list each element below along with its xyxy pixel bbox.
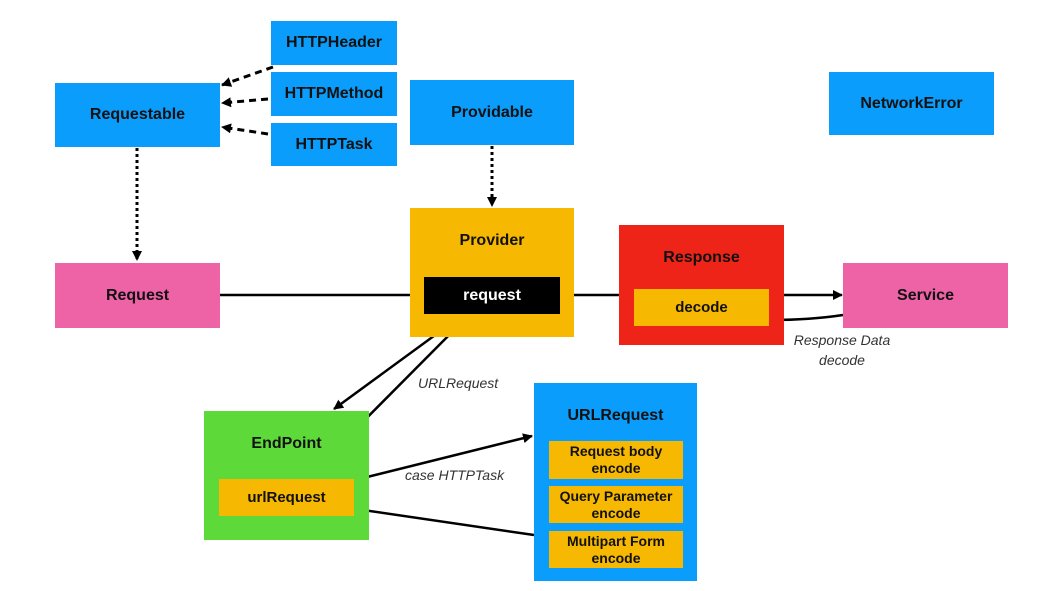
edge-label-response-data-line2: decode	[819, 352, 865, 368]
node-requestable-label: Requestable	[89, 106, 186, 123]
node-urlrequest-multipart-encode: Multipart Form encode	[549, 531, 683, 568]
node-providable: Providable	[410, 80, 574, 145]
edge-label-case-httptask: case HTTPTask	[405, 467, 505, 483]
node-httpmethod: HTTPMethod	[271, 72, 397, 116]
edge-httpheader-requestable	[221, 65, 274, 87]
node-provider-request-label: request	[463, 286, 521, 304]
node-urlrequest-body-encode-label: Request body encode	[569, 443, 663, 476]
node-response-label: Response	[663, 249, 740, 266]
node-service: Service	[843, 263, 1008, 328]
node-response-decode-label: decode	[675, 299, 728, 316]
node-httpheader-label: HTTPHeader	[285, 34, 383, 51]
node-urlrequest-body-encode: Request body encode	[549, 441, 683, 479]
edge-urlrequest-endpoint	[355, 505, 535, 537]
node-urlrequest-multipart-encode-label: Multipart Form encode	[567, 532, 665, 566]
node-providable-label: Providable	[451, 103, 533, 121]
node-provider-request: request	[424, 277, 560, 314]
edge-label-response-data-line1: Response Data	[793, 332, 891, 348]
node-httpheader: HTTPHeader	[271, 21, 397, 65]
edge-label-urlrequest: URLRequest	[418, 375, 499, 391]
node-provider: Provider request	[410, 208, 574, 337]
node-httptask-label: HTTPTask	[295, 135, 373, 153]
node-response: Response decode	[619, 225, 784, 345]
edge-httpmethod-requestable	[221, 97, 269, 108]
edge-httptask-requestable	[221, 123, 269, 136]
node-urlrequest-label: URLRequest	[567, 407, 664, 424]
node-urlrequest: URLRequest Request body encode Query Par…	[534, 383, 697, 581]
node-endpoint-urlrequest-label: urlRequest	[247, 489, 326, 506]
node-networkerror: NetworkError	[829, 72, 994, 135]
node-service-label: Service	[897, 286, 954, 304]
node-httptask: HTTPTask	[271, 123, 397, 166]
node-httpmethod-label: HTTPMethod	[284, 85, 384, 102]
node-urlrequest-query-encode-label: Query Parameter encode	[559, 487, 673, 521]
node-provider-label: Provider	[459, 232, 525, 249]
node-request: Request	[55, 263, 220, 328]
node-endpoint-urlrequest: urlRequest	[219, 479, 354, 516]
node-endpoint-label: EndPoint	[251, 435, 322, 452]
node-response-decode: decode	[634, 289, 769, 326]
node-endpoint: EndPoint urlRequest	[204, 411, 369, 540]
node-request-label: Request	[105, 286, 170, 304]
node-urlrequest-query-encode: Query Parameter encode	[549, 486, 683, 523]
node-networkerror-label: NetworkError	[860, 94, 963, 112]
node-requestable: Requestable	[55, 83, 220, 147]
